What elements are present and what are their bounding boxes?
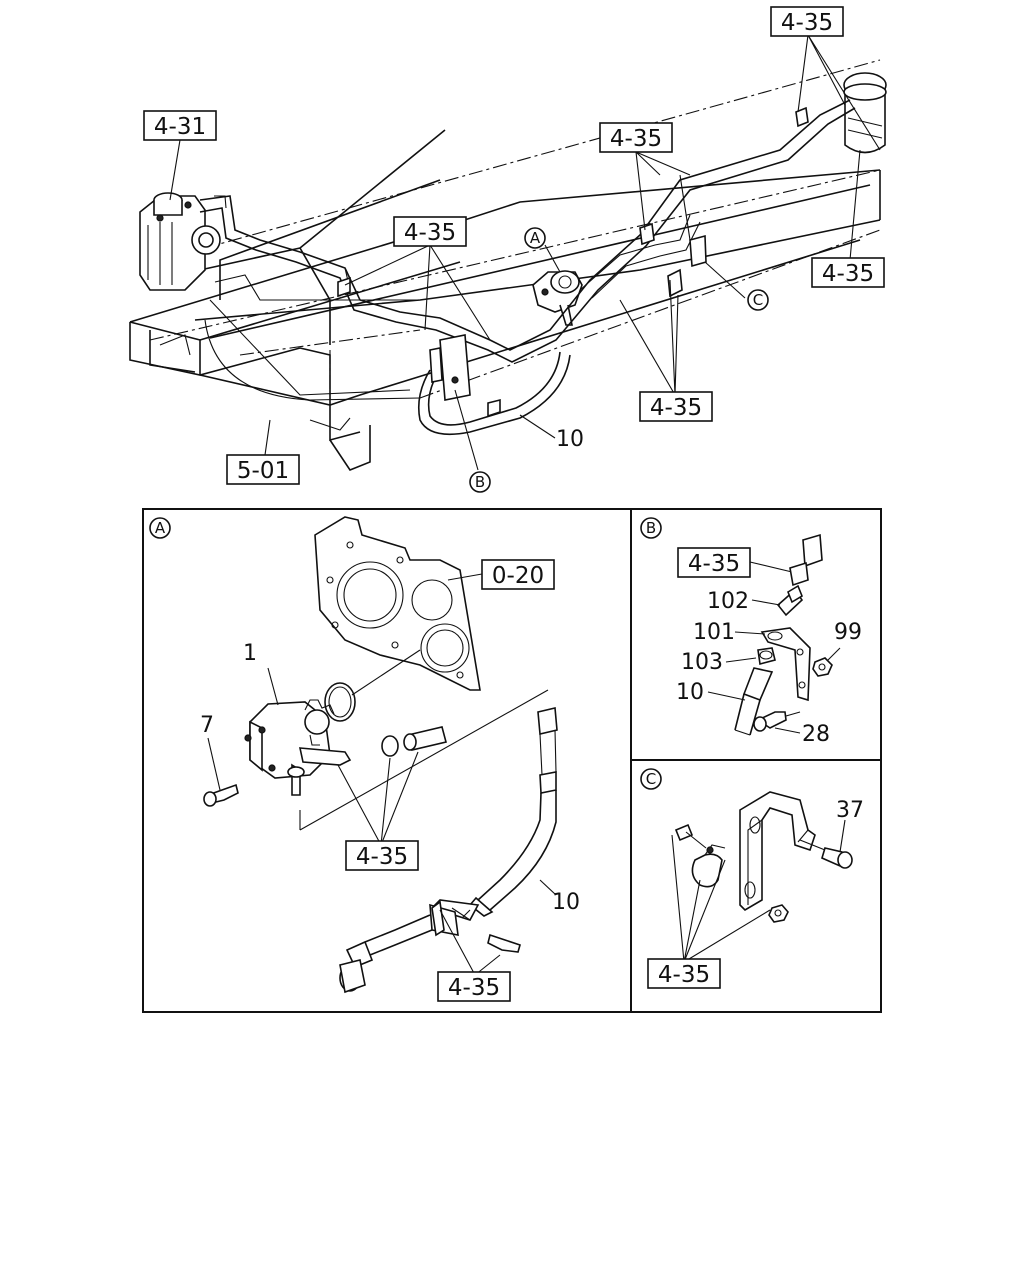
oil-reservoir	[843, 72, 887, 154]
callout-frame: 5-01	[226, 454, 300, 485]
nut-103	[725, 647, 776, 666]
bolt-37	[799, 819, 853, 869]
part-number-99: 99	[834, 620, 862, 645]
part-number-10-a: 10	[552, 890, 580, 915]
callout-pipe: 4-35	[437, 971, 511, 1002]
part-number-10-b: 10	[676, 680, 704, 705]
ref-label: 5-01	[237, 458, 289, 484]
callout-top-center: 4-35	[599, 122, 673, 153]
ref-label: 4-35	[781, 10, 833, 36]
svg-text:A: A	[155, 519, 166, 537]
ref-label: 4-35	[610, 126, 662, 152]
marker-b-panel: B	[640, 517, 662, 539]
ref-label: 4-35	[688, 551, 740, 577]
callout-gasket: 0-20	[447, 559, 555, 590]
callout-seals: 4-35	[345, 840, 419, 871]
part-number-37: 37	[836, 798, 864, 823]
svg-text:C: C	[646, 770, 656, 788]
svg-text:B: B	[646, 519, 656, 537]
detail-panel-c: C 37	[640, 768, 864, 989]
ref-label: 4-35	[650, 395, 702, 421]
callout-steering-gear: 4-31	[143, 110, 217, 141]
detail-panel-b: B 4-35 102 101	[640, 517, 862, 747]
marker-a-top: A	[524, 227, 546, 249]
steering-gear	[139, 192, 221, 291]
pump-body	[203, 667, 352, 807]
bolt-c-left	[674, 823, 707, 849]
callout-pipes-left: 4-35	[393, 216, 467, 247]
part-number-10: 10	[556, 427, 584, 452]
bracket-c	[739, 791, 816, 912]
svg-text:C: C	[753, 291, 763, 309]
nut-99	[812, 647, 841, 677]
part-number-102: 102	[707, 589, 749, 614]
callout-bracket-c: 4-35	[647, 958, 721, 989]
pipe-clamp-c	[691, 844, 726, 888]
detail-panels	[142, 508, 882, 1013]
suction-hose	[468, 707, 558, 917]
marker-c-panel: C	[640, 768, 662, 790]
callout-pipes-right: 4-35	[639, 391, 713, 422]
ref-label: 4-35	[356, 844, 408, 870]
marker-b-top: B	[469, 471, 491, 493]
frame-rail	[129, 59, 881, 471]
part-number-7: 7	[200, 713, 214, 738]
steering-pipes	[199, 99, 856, 436]
bolt-28	[753, 711, 801, 734]
detail-panel-a: A 0-20	[149, 516, 580, 1002]
callout-reservoir: 4-35	[811, 257, 885, 288]
ref-label: 4-35	[822, 261, 874, 287]
marker-a-panel: A	[149, 517, 171, 539]
callout-top-right: 4-35	[770, 6, 844, 37]
part-number-101: 101	[693, 620, 735, 645]
part-number-1: 1	[243, 641, 257, 666]
part-number-28: 28	[802, 722, 830, 747]
chassis-overview: 4-35 4-35 4-31 4-35 4-35 4-35 5-01 10	[129, 6, 887, 493]
pipe-end-b	[789, 533, 823, 587]
svg-text:B: B	[475, 473, 485, 491]
ref-label: 0-20	[492, 563, 544, 589]
part-number-103: 103	[681, 650, 723, 675]
hose-end-b	[707, 667, 774, 736]
callout-pipe-b: 4-35	[677, 547, 793, 578]
pump-gasket-plate	[314, 516, 481, 691]
seal-rings	[381, 726, 447, 757]
ref-label: 4-35	[404, 220, 456, 246]
svg-text:A: A	[530, 229, 541, 247]
bracket-101	[734, 627, 811, 702]
marker-c-top: C	[747, 289, 769, 311]
connector-102	[751, 584, 804, 617]
nut-c	[768, 904, 789, 923]
top-leaders	[169, 34, 881, 471]
ref-label: 4-31	[154, 114, 206, 140]
ref-label: 4-35	[658, 962, 710, 988]
ref-label: 4-35	[448, 975, 500, 1001]
